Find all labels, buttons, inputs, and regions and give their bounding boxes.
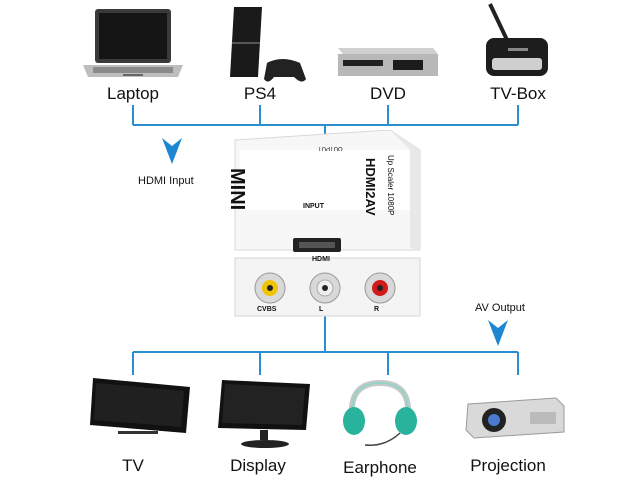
- dvd-player-icon: [338, 48, 438, 76]
- device-l-text: L: [319, 306, 324, 313]
- device-subtitle-text: Up Scaler 1080P: [386, 155, 395, 216]
- headphones-icon: [343, 379, 417, 446]
- hdmi2av-converter-device: [234, 130, 421, 317]
- laptop-icon: [83, 9, 183, 77]
- top-label-dvd: DVD: [370, 84, 406, 103]
- av-output-label: AV Output: [475, 302, 525, 314]
- hdmi-input-label: HDMI Input: [138, 175, 194, 187]
- bottom-label-display: Display: [230, 456, 286, 475]
- av-output-arrow-icon: [488, 320, 508, 346]
- ps4-console-icon: [230, 7, 306, 82]
- device-r-text: R: [374, 306, 380, 313]
- tv-box-icon: [486, 3, 548, 76]
- device-output-text: OUTPUT: [318, 145, 343, 151]
- device-model-text: HDMI2AV: [363, 158, 378, 216]
- device-hdmi-text: HDMI: [312, 256, 330, 263]
- device-cvbs-text: CVBS: [257, 306, 277, 313]
- top-label-laptop: Laptop: [107, 84, 159, 103]
- monitor-icon: [218, 380, 310, 448]
- bottom-label-projection: Projection: [470, 456, 546, 475]
- device-input-text: INPUT: [303, 203, 324, 210]
- hdmi-input-arrow-icon: [162, 138, 182, 164]
- bottom-label-earphone: Earphone: [343, 458, 417, 477]
- bottom-label-tv: TV: [122, 456, 144, 475]
- top-label-tv-box: TV-Box: [490, 84, 546, 103]
- projector-icon: [465, 397, 565, 439]
- tv-icon: [90, 378, 190, 434]
- top-label-ps4: PS4: [243, 84, 277, 103]
- device-brand-text: MINI: [226, 168, 248, 211]
